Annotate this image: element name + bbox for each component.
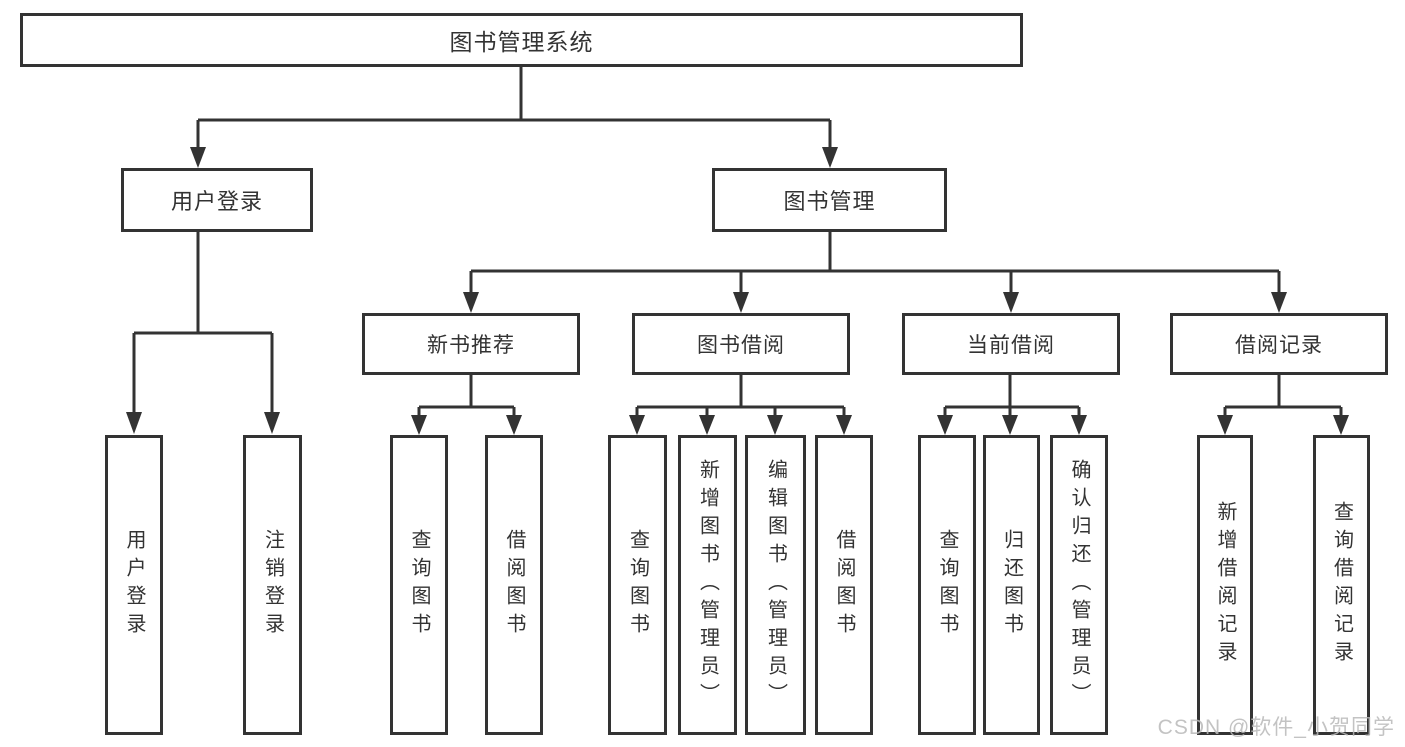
connector-current-split	[943, 375, 1081, 417]
arrow-down-icon	[264, 412, 280, 434]
leaf-query-books-current-label: 查询图书	[936, 529, 958, 641]
leaf-logout: 注销登录	[243, 435, 302, 735]
leaf-confirm-return-admin-label: 确认归还（管理员）	[1068, 459, 1090, 711]
arrow-down-icon	[822, 147, 838, 168]
leaf-user-login: 用户登录	[105, 435, 163, 735]
node-borrow-records-label: 借阅记录	[1235, 334, 1323, 357]
node-book-borrow: 图书借阅	[632, 313, 850, 375]
connector-records-split	[1223, 375, 1343, 417]
connector-recommend-split	[417, 375, 516, 417]
leaf-query-books-current: 查询图书	[918, 435, 976, 735]
arrow-down-icon	[506, 415, 522, 435]
leaf-edit-book-admin-label: 编辑图书（管理员）	[764, 459, 787, 711]
leaf-borrow-books-recommend: 借阅图书	[485, 435, 543, 735]
connector-book-split	[469, 232, 1281, 294]
leaf-add-borrow-record: 新增借阅记录	[1197, 435, 1253, 735]
arrow-down-icon	[1271, 292, 1287, 313]
node-user-login-label: 用户登录	[170, 189, 263, 214]
arrow-down-icon	[699, 415, 715, 435]
leaf-return-book-label: 归还图书	[1000, 529, 1023, 641]
node-current-borrow-label: 当前借阅	[967, 334, 1055, 357]
node-book-borrow-label: 图书借阅	[697, 334, 785, 357]
leaf-query-borrow-record: 查询借阅记录	[1313, 435, 1370, 735]
leaf-borrow-books-borrow: 借阅图书	[815, 435, 873, 735]
connector-user-split	[132, 232, 274, 414]
leaf-query-books-borrow: 查询图书	[608, 435, 667, 735]
csdn-watermark: CSDN @软件_小贺同学	[1157, 716, 1395, 739]
arrow-down-icon	[1002, 415, 1018, 435]
arrow-down-icon	[1071, 415, 1087, 435]
leaf-logout-label: 注销登录	[261, 529, 284, 641]
leaf-query-borrow-record-label: 查询借阅记录	[1330, 501, 1353, 669]
node-root-label: 图书管理系统	[449, 29, 594, 55]
leaf-query-books-borrow-label: 查询图书	[626, 529, 649, 641]
arrow-down-icon	[411, 415, 427, 435]
arrow-down-icon	[767, 415, 783, 435]
node-new-book-recommend: 新书推荐	[362, 313, 580, 375]
leaf-add-book-admin: 新增图书（管理员）	[678, 435, 737, 735]
node-borrow-records: 借阅记录	[1170, 313, 1388, 375]
arrow-down-icon	[190, 147, 206, 168]
leaf-confirm-return-admin: 确认归还（管理员）	[1050, 435, 1108, 735]
arrow-down-icon	[733, 292, 749, 313]
leaf-query-books-recommend: 查询图书	[390, 435, 448, 735]
arrow-down-icon	[937, 415, 953, 435]
leaf-return-book: 归还图书	[983, 435, 1040, 735]
arrow-down-icon	[836, 415, 852, 435]
leaf-borrow-books-borrow-label: 借阅图书	[833, 529, 855, 641]
leaf-add-book-admin-label: 新增图书（管理员）	[696, 459, 719, 711]
node-book-management: 图书管理	[712, 168, 947, 232]
leaf-borrow-books-recommend-label: 借阅图书	[503, 529, 525, 641]
arrow-down-icon	[126, 412, 142, 434]
leaf-query-books-recommend-label: 查询图书	[408, 529, 430, 641]
arrow-down-icon	[1217, 415, 1233, 435]
arrow-down-icon	[1333, 415, 1349, 435]
node-user-login: 用户登录	[121, 168, 313, 232]
node-root: 图书管理系统	[20, 13, 1023, 67]
connector-root-split	[196, 67, 832, 149]
leaf-user-login-label: 用户登录	[123, 529, 145, 641]
leaf-add-borrow-record-label: 新增借阅记录	[1214, 501, 1236, 669]
leaf-edit-book-admin: 编辑图书（管理员）	[745, 435, 806, 735]
arrow-down-icon	[1003, 292, 1019, 313]
node-current-borrow: 当前借阅	[902, 313, 1120, 375]
node-book-management-label: 图书管理	[783, 189, 876, 214]
arrow-down-icon	[463, 292, 479, 313]
node-new-book-recommend-label: 新书推荐	[427, 334, 515, 357]
arrow-down-icon	[629, 415, 645, 435]
connector-borrow-split	[635, 375, 846, 417]
